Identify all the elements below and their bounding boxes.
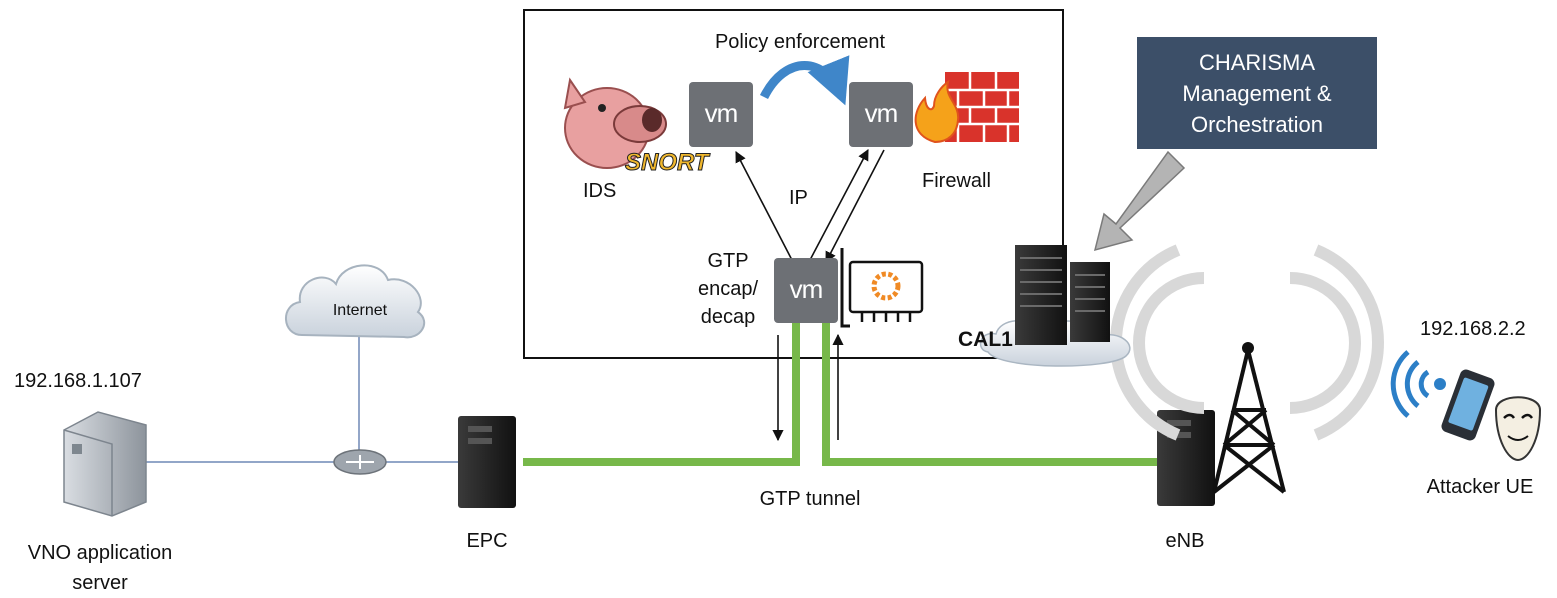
gtp-tunnel-label: GTP tunnel: [759, 488, 861, 510]
cloud-icon: [285, 264, 425, 339]
ip-label: IP: [789, 187, 808, 209]
attacker-ue-label: Attacker UE: [1426, 476, 1534, 498]
server-rack-icon: [979, 245, 1131, 367]
gtp-label-line: GTP: [707, 250, 749, 272]
policy-enforcement-label: Policy enforcement: [714, 31, 886, 53]
management-arrow: [1093, 150, 1186, 252]
svg-text:vm: vm: [865, 98, 898, 128]
flow-arrows: [735, 149, 885, 442]
gtp-label-line: encap/: [697, 278, 759, 300]
router-icon: [333, 449, 387, 475]
smartphone-icon: [1441, 369, 1495, 441]
wifi-dot: [1434, 378, 1446, 390]
gtp-tunnel-line: [523, 322, 1160, 466]
vm-icon: vm: [774, 258, 838, 323]
gtp-encap-label: GTP encap/ decap: [688, 247, 768, 331]
firewall-label: Firewall: [922, 170, 991, 192]
snort-logo-text: SNORT: [625, 149, 711, 176]
vno-server-label: VNO application server: [0, 538, 200, 598]
charisma-management-box: CHARISMA Management & Orchestration: [1137, 37, 1377, 149]
anonymous-mask-icon: [1494, 396, 1542, 462]
wifi-icon: [1390, 350, 1430, 418]
attacker-ip-label: 192.168.2.2: [1420, 318, 1526, 340]
server-tower-icon: [63, 411, 147, 517]
charisma-line: Orchestration: [1190, 112, 1324, 137]
charisma-line: CHARISMA: [1198, 50, 1316, 75]
svg-text:vm: vm: [705, 98, 738, 128]
vno-server-label-line: server: [72, 572, 128, 594]
vno-server-label-line: VNO application: [27, 542, 173, 564]
snort-pig-icon: SNORT: [563, 77, 711, 177]
svg-text:vm: vm: [790, 274, 823, 304]
nic-card-icon: [840, 248, 924, 328]
cell-tower-icon: [1110, 244, 1384, 494]
pc-tower-icon: [458, 416, 516, 508]
enb-label: eNB: [1165, 530, 1205, 552]
vm-icon: vm: [849, 82, 913, 147]
server-ip-label: 192.168.1.107: [14, 370, 142, 392]
ids-label: IDS: [583, 180, 617, 202]
firewall-brick-icon: [945, 72, 1019, 142]
cal1-label: CAL1: [958, 328, 1013, 351]
curved-arrow-icon: [759, 55, 850, 106]
internet-label: Internet: [332, 302, 388, 319]
charisma-line: Management &: [1182, 81, 1332, 106]
epc-label: EPC: [466, 530, 508, 552]
vm-icon: vm: [689, 82, 753, 147]
gtp-label-line: decap: [700, 306, 756, 328]
flame-icon: [914, 79, 960, 144]
network-links: [145, 335, 458, 463]
